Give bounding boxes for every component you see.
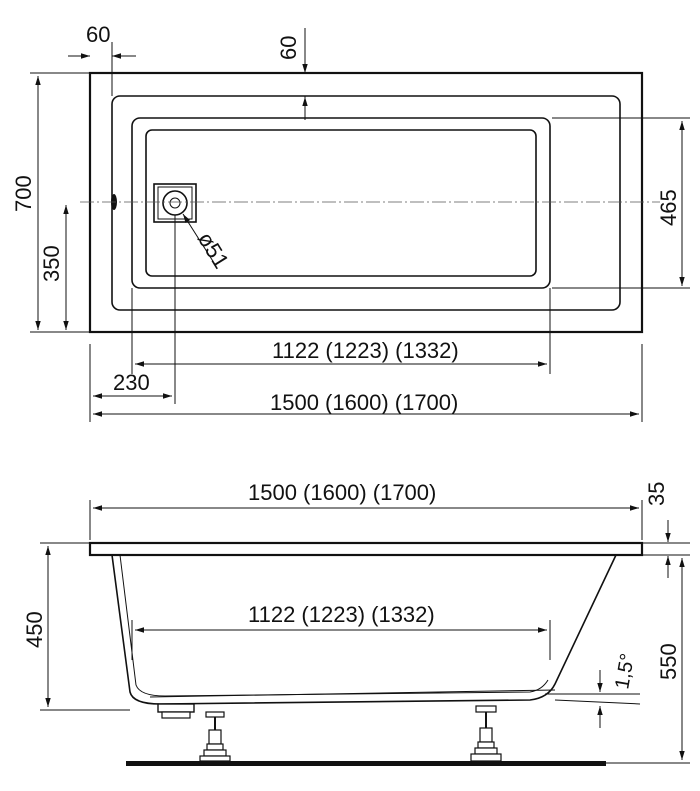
width-dim-label: 700	[11, 175, 36, 212]
basin-floor	[145, 129, 537, 277]
floor-line	[126, 761, 606, 766]
inner-length-dim-label: 1122 (1223) (1332)	[272, 338, 459, 363]
side-outer-length-label: 1500 (1600) (1700)	[248, 480, 436, 505]
depth-dim-label: 450	[22, 611, 47, 648]
total-height-label: 550	[656, 643, 681, 680]
drain-diameter-label: ø51	[193, 227, 234, 272]
rim-thickness-label: 35	[644, 482, 669, 506]
inner-width-dim-label: 465	[656, 189, 681, 226]
top-view: 60 60 700 350 465 ø51 1122 (1223) (1332)…	[11, 22, 690, 422]
rim-offset-left-label: 60	[86, 22, 110, 47]
right-leg-icon	[470, 705, 502, 762]
bathtub-outer-rim	[88, 71, 644, 334]
half-width-dim-label: 350	[39, 245, 64, 282]
drain-fitting-icon	[157, 703, 195, 719]
side-inner-length-label: 1122 (1223) (1332)	[248, 602, 435, 627]
side-rim	[88, 541, 644, 557]
basin-outer-edge	[131, 117, 551, 289]
outer-length-dim-label: 1500 (1600) (1700)	[270, 390, 458, 415]
drain-offset-label: 230	[113, 370, 150, 395]
side-view: 1500 (1600) (1700) 1122 (1223) (1332) 45…	[22, 480, 690, 766]
rim-offset-top-label: 60	[276, 36, 301, 60]
left-leg-icon	[199, 711, 231, 762]
slope-angle-label: 1,5°	[611, 652, 639, 691]
